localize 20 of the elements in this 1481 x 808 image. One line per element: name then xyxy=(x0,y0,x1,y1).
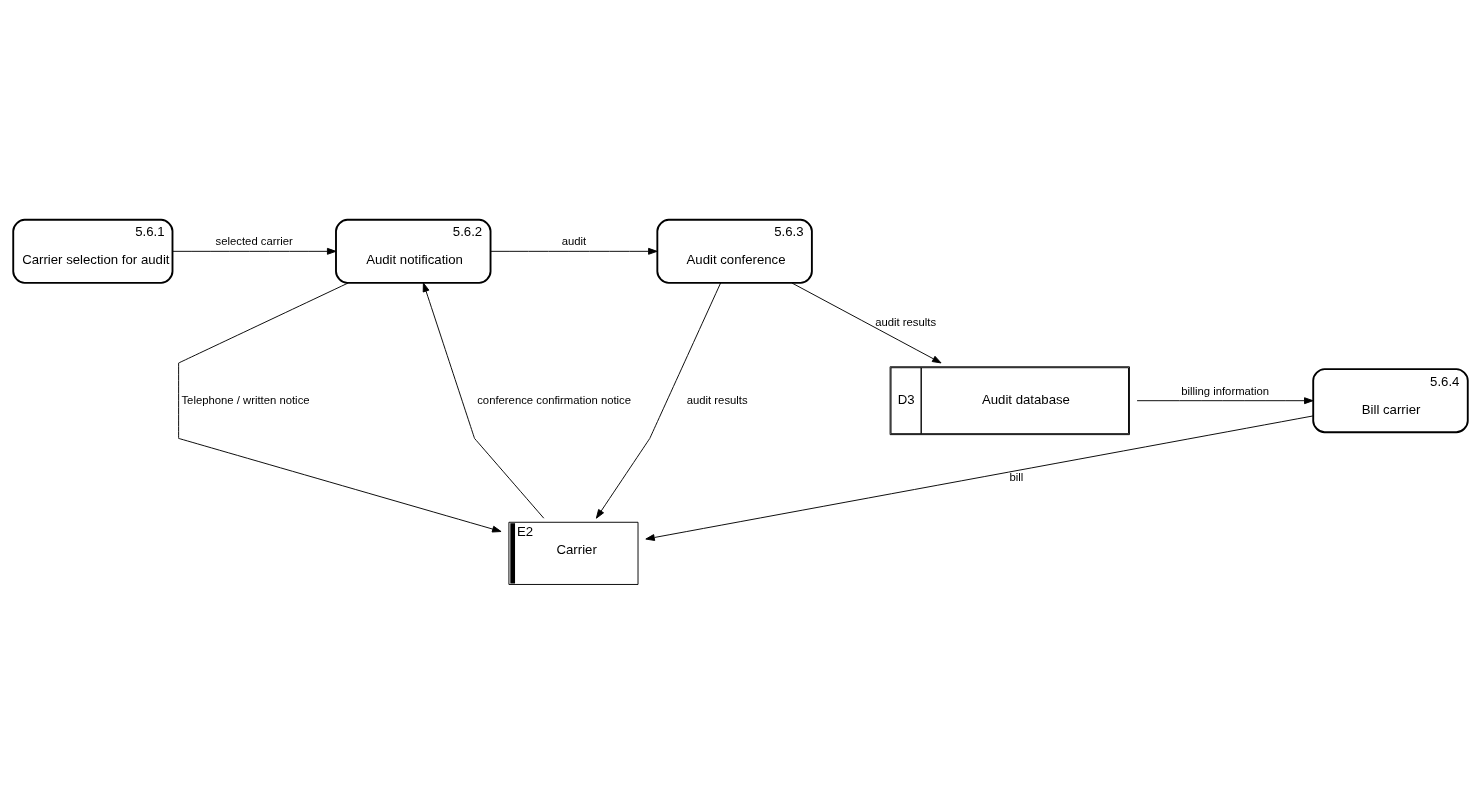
edge-label: audit results xyxy=(875,315,937,328)
arrow xyxy=(490,247,658,255)
edge-label: Telephone / written notice xyxy=(181,393,310,406)
arrow xyxy=(422,282,545,519)
edge-label: billing information xyxy=(1181,384,1270,397)
arrow xyxy=(178,282,502,533)
arrow xyxy=(172,247,337,255)
node-box: 5.6.3 Audit conference xyxy=(656,218,813,284)
arrow xyxy=(645,415,1314,541)
node-box: 5.6.4 Bill carrier xyxy=(1312,368,1469,434)
edge-label: audit xyxy=(561,235,587,248)
arrow xyxy=(595,282,722,519)
edge-label: conference confirmation notice xyxy=(477,393,632,406)
node-box: 5.6.2 Audit notification xyxy=(335,218,492,284)
edge-label: audit results xyxy=(686,393,748,406)
edge-label: bill xyxy=(1009,471,1024,484)
node-box: 5.6.1 Carrier selection for audit xyxy=(12,218,174,284)
arrow xyxy=(791,282,942,364)
edge-label: selected carrier xyxy=(215,235,293,248)
arrow xyxy=(1136,397,1314,405)
